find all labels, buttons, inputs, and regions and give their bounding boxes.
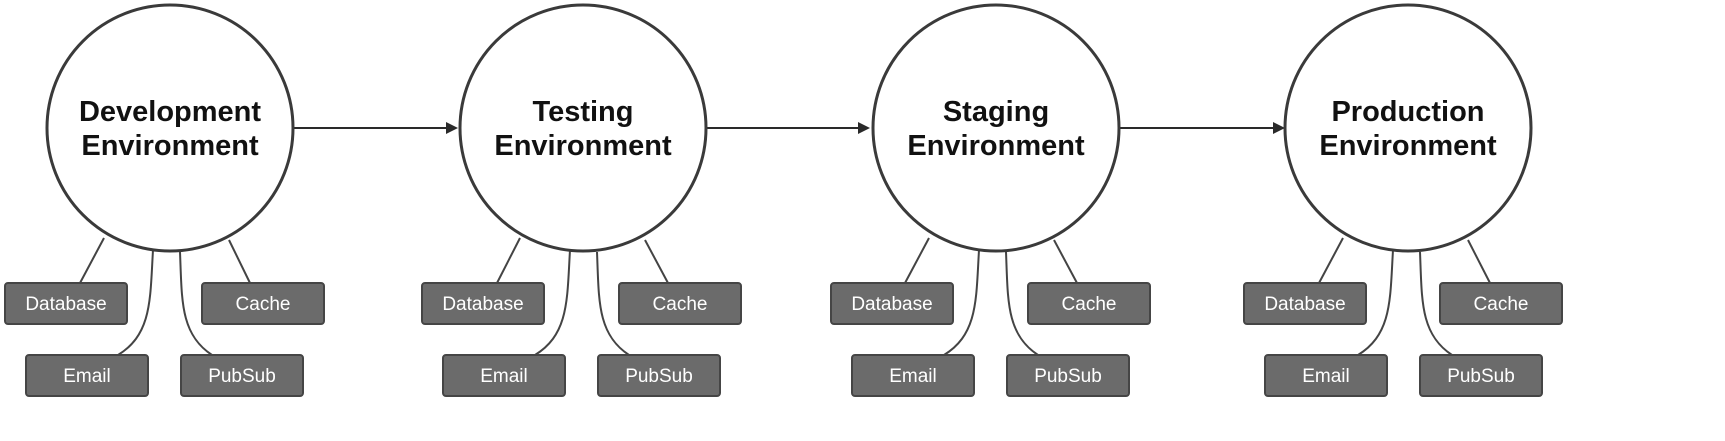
environment-circle [1283,3,1533,253]
service-box-database: Database [830,282,954,325]
environment-testing: Testing Environment Database Cache Email… [421,3,742,397]
service-label-database: Database [25,294,106,315]
service-box-email: Email [442,354,566,397]
service-box-cache: Cache [201,282,325,325]
flow-arrow-staging-to-production [1119,122,1285,134]
environment-title-line2: Environment [81,130,259,162]
flow-arrow-dev-to-test [293,122,458,134]
environment-staging: Staging Environment Database Cache Email… [830,3,1151,397]
service-label-email: Email [1302,366,1350,387]
service-label-cache: Cache [236,294,291,315]
service-box-pubsub: PubSub [597,354,721,397]
environment-title-line1: Production [1331,96,1484,128]
environment-title-line1: Staging [943,96,1049,128]
service-box-database: Database [4,282,128,325]
service-box-pubsub: PubSub [1419,354,1543,397]
environment-circle [458,3,708,253]
service-box-cache: Cache [1439,282,1563,325]
environment-production: Production Environment Database Cache Em… [1243,3,1563,397]
service-box-email: Email [25,354,149,397]
service-box-pubsub: PubSub [180,354,304,397]
flow-arrow-test-to-staging [706,122,870,134]
environment-circle [871,3,1121,253]
service-box-cache: Cache [1027,282,1151,325]
service-box-email: Email [1264,354,1388,397]
service-box-email: Email [851,354,975,397]
service-label-pubsub: PubSub [1034,366,1102,387]
service-label-cache: Cache [1474,294,1529,315]
service-label-email: Email [480,366,528,387]
service-label-database: Database [442,294,523,315]
environment-title-line2: Environment [907,130,1085,162]
environment-development: Development Environment Database Cache E… [4,3,325,397]
service-box-cache: Cache [618,282,742,325]
environment-title-line1: Development [79,96,261,128]
service-box-pubsub: PubSub [1006,354,1130,397]
service-box-database: Database [1243,282,1367,325]
service-box-database: Database [421,282,545,325]
service-label-cache: Cache [1062,294,1117,315]
environment-title-line2: Environment [1319,130,1497,162]
service-label-database: Database [851,294,932,315]
service-label-pubsub: PubSub [1447,366,1515,387]
service-label-database: Database [1264,294,1345,315]
service-label-cache: Cache [653,294,708,315]
service-label-email: Email [63,366,111,387]
environment-circle [45,3,295,253]
service-label-email: Email [889,366,937,387]
environment-title-line1: Testing [533,96,634,128]
service-label-pubsub: PubSub [208,366,276,387]
environment-title-line2: Environment [494,130,672,162]
service-label-pubsub: PubSub [625,366,693,387]
